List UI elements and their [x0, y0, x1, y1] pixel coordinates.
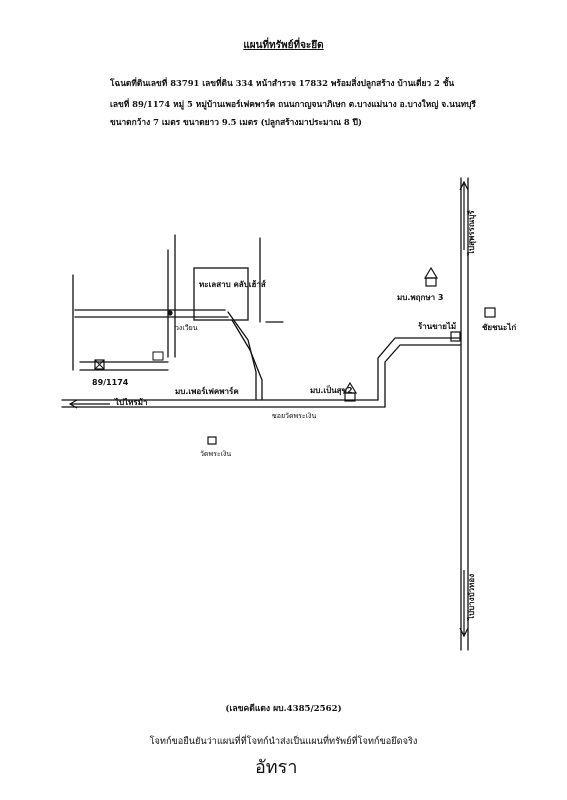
address-line: เลขที่ 89/1174 หมู่ 5 หมู่บ้านเพอร์เฟคพา…	[110, 99, 476, 109]
shop-icon	[450, 331, 461, 342]
gate-icon	[152, 351, 164, 361]
to-bangbuathong-label: ไปบางบัวทอง	[466, 574, 476, 621]
arrow-north	[459, 180, 469, 250]
to-saima-label: ไปไทรม้า	[114, 397, 147, 407]
clubhouse-lake-box	[193, 267, 249, 321]
case-number: (เลขคดีแดง ผบ.4385/2562)	[225, 704, 342, 714]
arrow-south	[459, 570, 469, 638]
soi-road-label: ซอยวัดพระเงิน	[272, 412, 316, 420]
perfect-park-label: มบ.เพอร์เฟคพาร์ค	[175, 386, 239, 396]
signature: อัทรา	[255, 757, 298, 778]
document-title: แผนที่ทรัพย์ที่จะยึด	[243, 40, 324, 51]
roundabout-label: วงเวียน	[175, 324, 198, 332]
shop-label: ร้านขายไม้	[418, 321, 456, 331]
house-icon-suksan	[342, 381, 358, 402]
to-suphan-label: ไปสุพรรณบุรี	[466, 210, 477, 256]
lake-label: ทะเลสาบ คลับเฮ้าส์	[199, 279, 266, 289]
suksan-label: มบ.เป็นสุข2	[310, 384, 353, 396]
connector-road-north	[377, 337, 462, 401]
market-icon	[484, 307, 496, 318]
village-road-curve-2	[231, 319, 263, 401]
target-house-mark-2	[94, 359, 105, 370]
certification-text: โจทก์ขอยืนยันว่าแผนที่ที่โจทก์นำส่งเป็นแ…	[149, 736, 418, 747]
temple-icon	[207, 436, 217, 445]
temple-label: วัดพระเงิน	[200, 450, 231, 458]
pruksa-label: มบ.พฤกษา 3	[397, 293, 443, 302]
market-label: ชัยชนะไก่	[482, 322, 516, 332]
house-icon-pruksa	[423, 266, 439, 287]
target-house-icon	[94, 359, 105, 370]
size-line: ขนาดกว้าง 7 เมตร ขนาดยาว 9.5 เมตร (ปลูกส…	[110, 117, 362, 127]
connector-road-south	[384, 344, 462, 408]
roundabout-marker	[167, 310, 173, 316]
deed-line: โฉนดที่ดินเลขที่ 83791 เลขที่ดิน 334 หน้…	[110, 78, 455, 88]
target-house-label: 89/1174	[92, 378, 129, 387]
arrow-west	[68, 399, 110, 409]
